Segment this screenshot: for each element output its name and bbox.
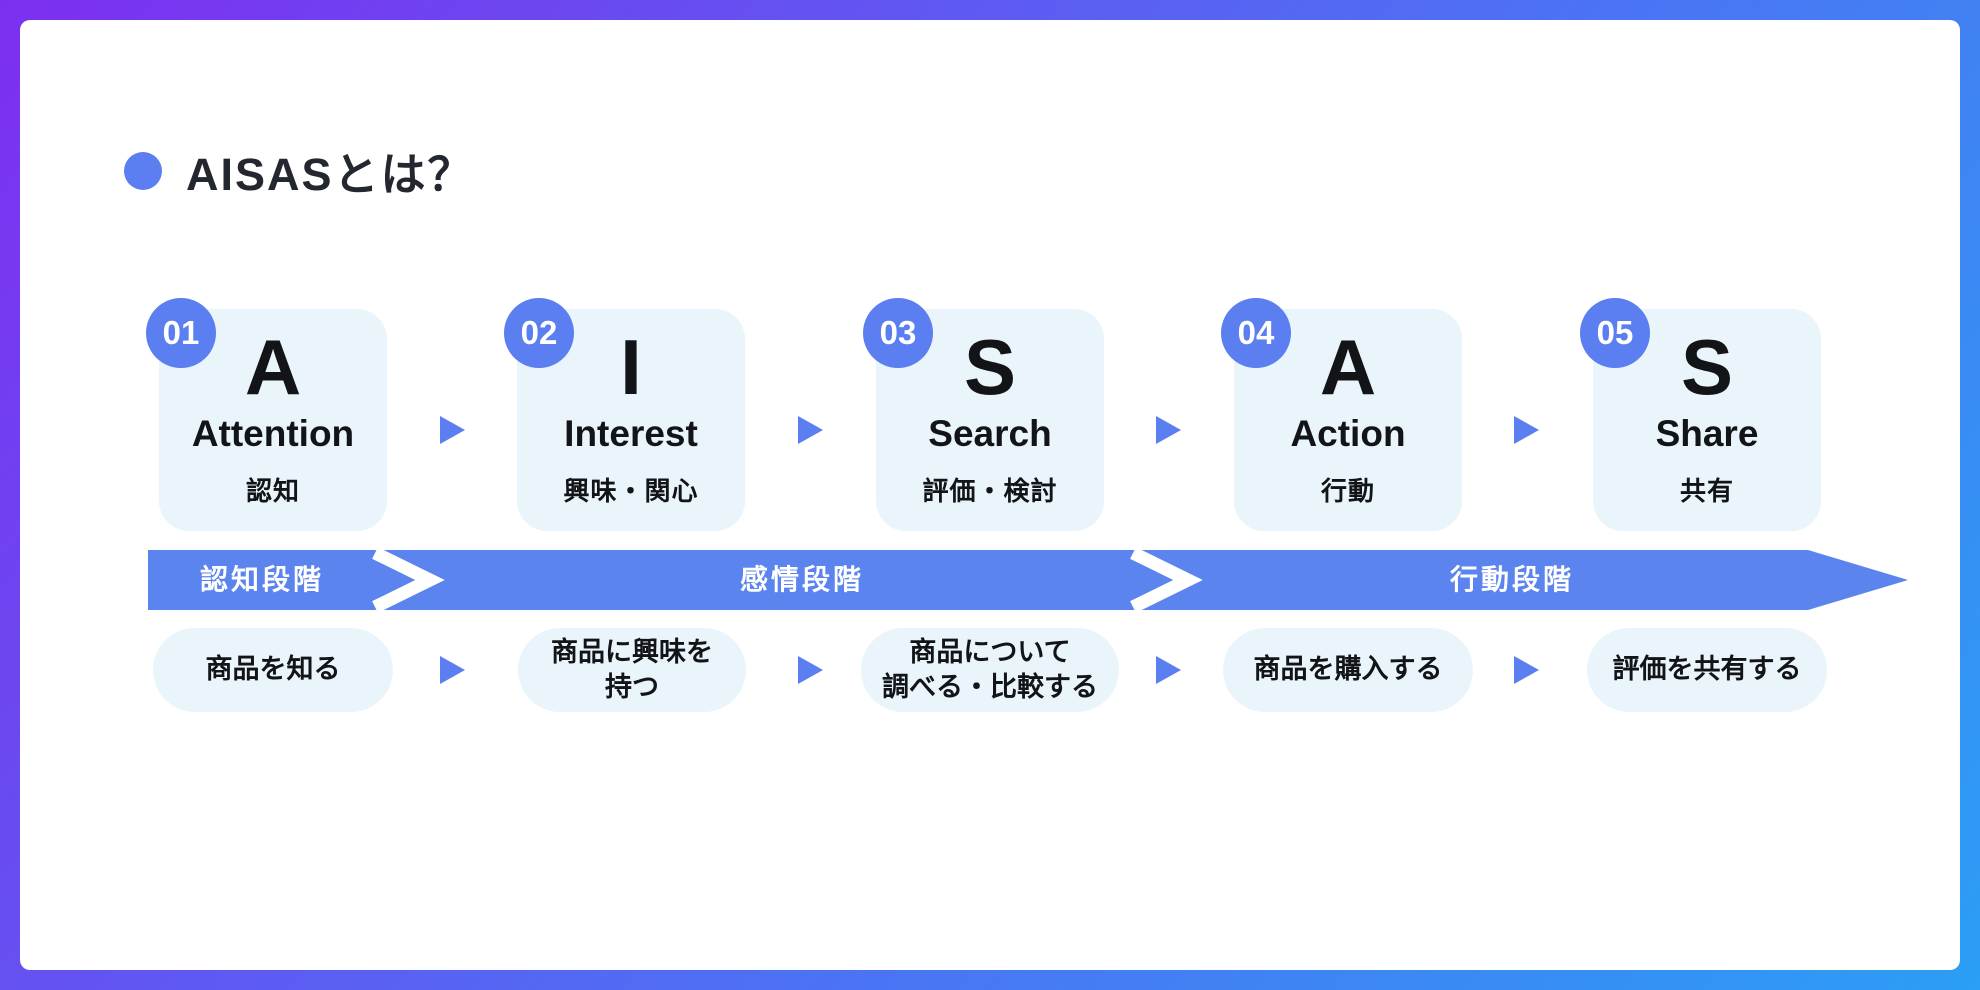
action-pill-share: 評価を共有する bbox=[1587, 628, 1827, 712]
right-triangle-icon bbox=[1514, 656, 1539, 684]
stage-number-badge: 01 bbox=[146, 298, 216, 368]
action-text-line: 商品を購入する bbox=[1253, 654, 1443, 685]
action-text-line: 商品に興味を bbox=[551, 636, 713, 667]
title-row: AISASとは？ bbox=[124, 138, 475, 203]
stage-label-jp: 興味・関心 bbox=[563, 475, 699, 506]
stage-letter: S bbox=[1680, 323, 1734, 411]
stage-card-action: 04 A Action 行動 bbox=[1221, 298, 1462, 531]
stage-name: Attention bbox=[191, 413, 355, 455]
phase-label-cognition: 認知段階 bbox=[199, 564, 325, 595]
stage-label-jp: 行動 bbox=[1320, 475, 1375, 506]
action-pill-interest: 商品に興味を 持つ bbox=[518, 628, 746, 712]
stage-letter: A bbox=[1319, 323, 1377, 411]
stage-card-share: 05 S Share 共有 bbox=[1580, 298, 1821, 531]
page-title: AISASとは？ bbox=[186, 149, 475, 200]
bullet-icon bbox=[124, 151, 162, 190]
action-pill-action: 商品を購入する bbox=[1223, 628, 1473, 712]
action-pill-attention: 商品を知る bbox=[153, 628, 393, 712]
chevron-separator-icon bbox=[1130, 550, 1203, 610]
right-triangle-icon bbox=[798, 656, 823, 684]
slide-canvas: AISASとは？ 01 A Attention 認知 02 I Interest… bbox=[20, 20, 1960, 970]
right-triangle-icon bbox=[440, 656, 465, 684]
stage-name: Share bbox=[1655, 413, 1759, 455]
stage-card-interest: 02 I Interest 興味・関心 bbox=[504, 298, 745, 531]
right-triangle-icon bbox=[1156, 656, 1181, 684]
action-text-line: 評価を共有する bbox=[1612, 654, 1802, 685]
action-pill-search: 商品について 調べる・比較する bbox=[861, 628, 1119, 712]
stage-label-jp: 共有 bbox=[1679, 475, 1734, 506]
stage-number-badge: 05 bbox=[1580, 298, 1650, 368]
stage-card-search: 03 S Search 評価・検討 bbox=[863, 298, 1104, 531]
stage-card-attention: 01 A Attention 認知 bbox=[146, 298, 387, 531]
stage-number-badge: 04 bbox=[1221, 298, 1291, 368]
action-text-line: 調べる・比較する bbox=[882, 672, 1098, 702]
band-arrow-shape bbox=[148, 550, 1908, 610]
stage-letter: A bbox=[244, 323, 302, 411]
right-triangle-icon bbox=[798, 416, 823, 444]
right-triangle-icon bbox=[1514, 416, 1539, 444]
stage-letter: S bbox=[963, 323, 1017, 411]
stage-number-badge: 02 bbox=[504, 298, 574, 368]
chevron-separator-icon bbox=[372, 550, 445, 610]
stage-label-jp: 認知 bbox=[245, 475, 300, 506]
stage-letter: I bbox=[620, 323, 642, 411]
action-text-line: 商品について bbox=[909, 636, 1071, 667]
action-text-line: 商品を知る bbox=[205, 654, 341, 685]
action-text-line: 持つ bbox=[605, 672, 659, 702]
stage-number-badge: 03 bbox=[863, 298, 933, 368]
right-triangle-icon bbox=[1156, 416, 1181, 444]
right-triangle-icon bbox=[440, 416, 465, 444]
stage-name: Interest bbox=[564, 413, 698, 455]
phase-label-emotion: 感情段階 bbox=[739, 564, 865, 595]
stage-name: Search bbox=[928, 413, 1052, 455]
phase-label-behavior: 行動段階 bbox=[1449, 564, 1575, 595]
stage-label-jp: 評価・検討 bbox=[922, 475, 1058, 506]
phase-arrow-band bbox=[148, 550, 1908, 610]
stage-name: Action bbox=[1290, 413, 1406, 455]
